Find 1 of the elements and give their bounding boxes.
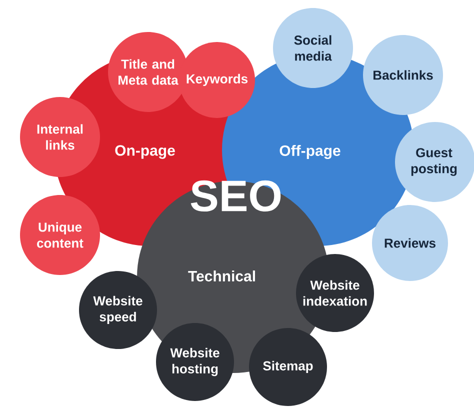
node-label: Title and Meta data: [118, 59, 178, 85]
